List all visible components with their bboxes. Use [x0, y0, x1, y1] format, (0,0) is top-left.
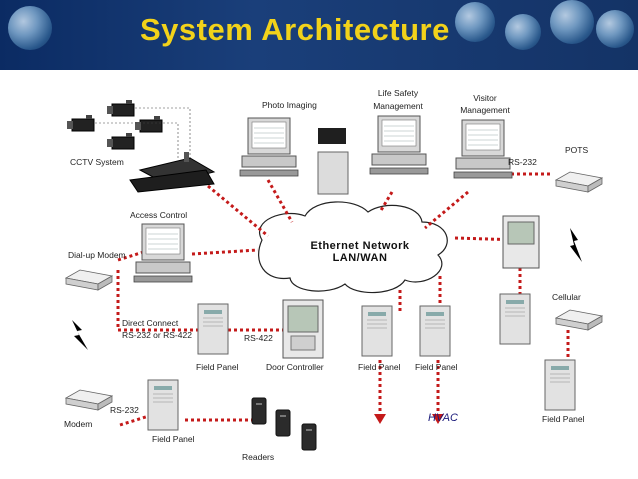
reader-icon: [251, 397, 267, 425]
link-life-safety: [378, 191, 394, 213]
field-panel-bottom-label: Field Panel: [152, 434, 195, 444]
visitor-workstation: [453, 119, 513, 179]
rs232-bottom-label: RS-232: [110, 405, 139, 415]
pots-label: POTS: [565, 145, 589, 155]
cellular-label: Cellular: [552, 292, 581, 302]
visitor-management-label: Management: [460, 105, 510, 115]
visitor-label: Visitor: [473, 93, 497, 103]
link-modem-rs232: [119, 413, 153, 427]
ethernet-network-label: Ethernet Network: [310, 240, 410, 252]
right-door-controller-device: [502, 215, 540, 269]
link-direct-connect: [116, 270, 205, 332]
reader-icon: [301, 423, 317, 451]
field-panel-mid1: [361, 305, 393, 357]
wireless-links: [72, 228, 582, 350]
cellular-modem-device: [555, 309, 603, 331]
door-controller-device: [282, 299, 324, 359]
field-panel-left: [197, 303, 229, 355]
arrowheads: [374, 414, 444, 424]
cctv-controller: [129, 152, 216, 193]
title-banner: System Architecture: [0, 0, 638, 70]
cctv-cameras: [66, 99, 191, 160]
readers-label: Readers: [242, 452, 275, 462]
photo-printer: [317, 128, 349, 195]
link-photo-imaging: [266, 179, 294, 223]
rs422-label: RS-422: [244, 333, 273, 343]
ethernet-cloud: [258, 201, 448, 294]
dialup-modem-device: [65, 269, 113, 291]
field-panel-right-label: Field Panel: [542, 414, 585, 424]
globe-icon: [505, 14, 541, 50]
globe-icon: [550, 0, 594, 44]
field-panel-mid1-label: Field Panel: [358, 362, 401, 372]
field-panel-bottom: [147, 379, 179, 431]
field-panel-right: [544, 359, 576, 411]
hvac-label: HVAC: [428, 412, 458, 424]
reader-icon: [275, 409, 291, 437]
photo-imaging-label: Photo Imaging: [262, 100, 317, 110]
rs232-top-label: RS-232: [508, 157, 537, 167]
field-panel-mid2: [419, 305, 451, 357]
cctv-system-label: CCTV System: [70, 157, 124, 167]
network-links: [116, 172, 570, 427]
access-control-workstation: [133, 223, 193, 283]
access-control-label: Access Control: [130, 210, 188, 220]
door-controller-label: Door Controller: [266, 362, 324, 372]
direct-connect-label: Direct Connect: [122, 318, 179, 328]
field-panel-left-label: Field Panel: [196, 362, 239, 372]
dialup-modem-label: Dial-up Modem: [68, 250, 126, 260]
link-access-control: [191, 248, 259, 256]
globe-icon: [596, 10, 634, 48]
link-cctv: [207, 184, 269, 238]
lan-wan-label: LAN/WAN: [332, 252, 388, 264]
modem-label: Modem: [64, 419, 93, 429]
globe-icon: [8, 6, 52, 50]
direct-connect-protocol-label: RS-232 or RS-422: [122, 330, 192, 340]
globe-icon: [455, 2, 495, 42]
page-title: System Architecture: [140, 12, 450, 47]
life-safety-management-label: Management: [373, 101, 423, 111]
life-safety-workstation: [369, 115, 429, 175]
field-panel-right-upper: [499, 293, 531, 345]
modem-device: [65, 389, 113, 411]
life-safety-label: Life Safety: [377, 88, 419, 98]
field-panel-mid2-label: Field Panel: [415, 362, 458, 372]
pots-modem-device: [555, 171, 603, 193]
photo-imaging-workstation: [239, 117, 299, 177]
